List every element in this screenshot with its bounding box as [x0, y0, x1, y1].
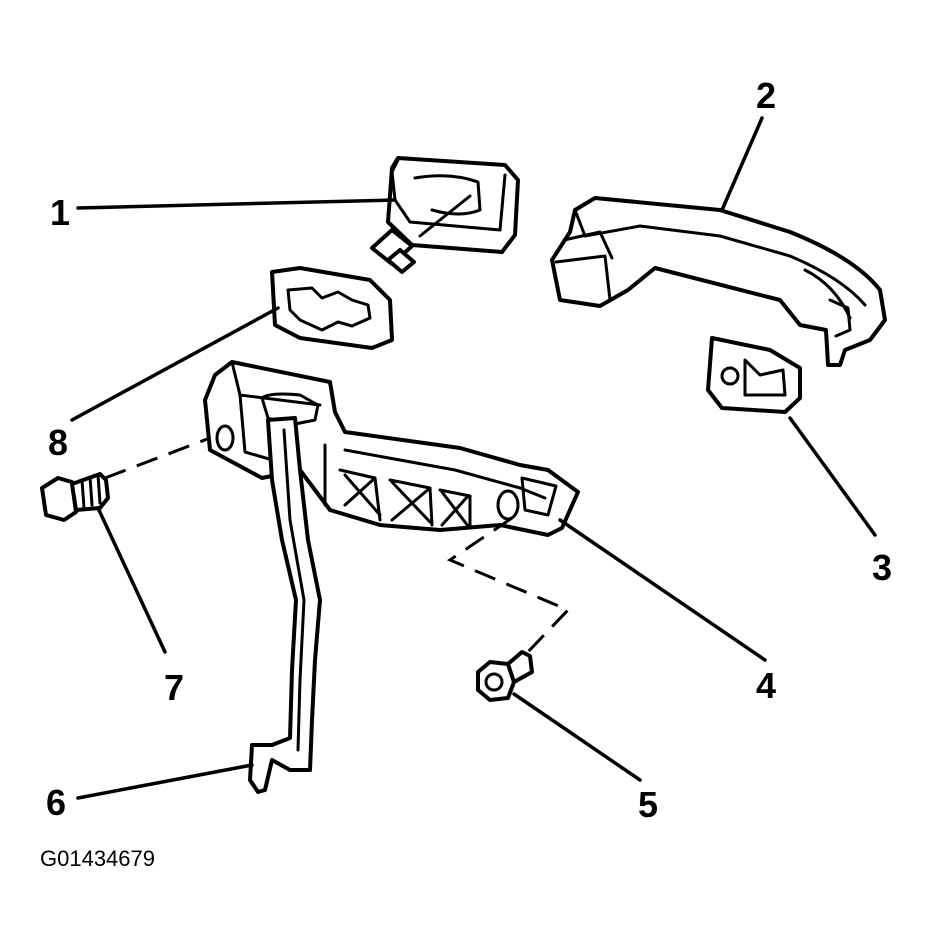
callout-6: 6 — [46, 782, 66, 823]
leader-line-2 — [720, 116, 764, 212]
callout-2: 2 — [756, 75, 776, 116]
part-3-rear-gasket — [706, 336, 802, 414]
callout-3: 3 — [872, 547, 892, 588]
leader-line-6 — [76, 763, 254, 800]
assembly-line-5-to-4 — [446, 516, 571, 657]
callout-7: 7 — [164, 667, 184, 708]
leader-line-8 — [70, 306, 280, 422]
leader-line-5 — [512, 692, 642, 782]
part-8-front-gasket — [270, 266, 394, 350]
figure-id: G01434679 — [40, 846, 155, 871]
callout-5: 5 — [638, 784, 658, 825]
leader-line-3 — [788, 416, 877, 537]
callout-8: 8 — [48, 422, 68, 463]
callout-4: 4 — [756, 665, 776, 706]
leader-line-4 — [558, 518, 767, 662]
callout-1: 1 — [50, 192, 70, 233]
part-2-door-handle — [550, 196, 887, 367]
part-5-screw — [476, 650, 534, 702]
leader-line-1 — [76, 198, 397, 210]
assembly-line-7-to-4 — [104, 436, 211, 480]
part-4-handle-bracket — [203, 360, 580, 537]
part-7-clip-fastener — [40, 472, 110, 522]
leader-line-7 — [96, 506, 167, 654]
part-6-actuator-rod — [248, 416, 322, 794]
part-1-switch-block — [370, 156, 520, 274]
